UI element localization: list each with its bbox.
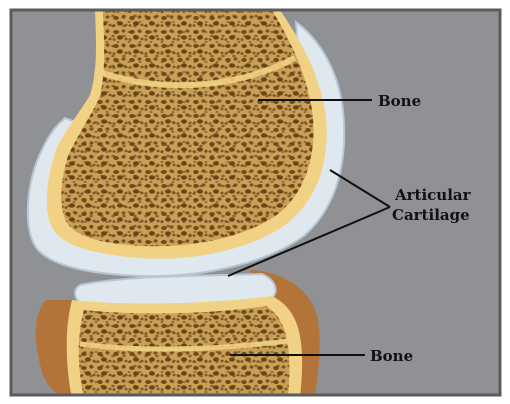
- label-bone-top: Bone: [378, 92, 421, 110]
- label-cartilage-line1: Articular: [394, 186, 472, 204]
- label-cartilage-line2: Cartilage: [392, 206, 470, 224]
- label-bone-bottom: Bone: [370, 347, 413, 365]
